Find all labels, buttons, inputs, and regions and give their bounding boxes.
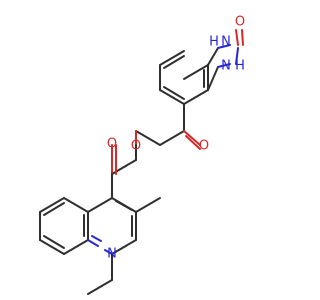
nh-bottom-h-label: H xyxy=(235,59,245,74)
bond xyxy=(39,197,65,213)
nh-top-n-label: N xyxy=(221,35,231,50)
nh-top-h-label: H xyxy=(209,35,219,50)
bond xyxy=(207,66,219,91)
bond xyxy=(217,63,231,68)
bond xyxy=(87,239,99,247)
nh-bottom-n-label: N xyxy=(221,59,231,74)
quinoline-nitrogen-label: N xyxy=(107,247,117,262)
bond xyxy=(217,44,231,49)
bond xyxy=(63,239,89,255)
ketone-oxygen-label: O xyxy=(235,15,245,30)
bond xyxy=(241,29,244,46)
bond xyxy=(159,50,185,66)
bond xyxy=(63,197,89,213)
bond xyxy=(183,64,209,80)
bond xyxy=(135,197,161,213)
bond xyxy=(135,130,161,146)
ester-double-oxygen-label: O xyxy=(107,137,117,152)
bond xyxy=(104,249,113,255)
linker-ketone-oxygen-label: O xyxy=(199,139,209,154)
bond xyxy=(111,239,137,255)
bond xyxy=(39,239,65,255)
alkyl-substituents xyxy=(87,197,161,295)
bond xyxy=(163,55,185,69)
bond xyxy=(115,200,133,211)
bond xyxy=(43,235,65,249)
quinoline-group xyxy=(39,197,137,255)
chemical-structure: O N H N H O O O N xyxy=(39,15,245,295)
bond xyxy=(235,29,239,46)
bond xyxy=(87,197,113,213)
bond xyxy=(185,135,201,150)
bond xyxy=(87,279,113,295)
bond xyxy=(43,202,65,216)
bond xyxy=(183,130,201,146)
bond xyxy=(163,86,185,100)
bond xyxy=(183,89,209,105)
ester-group xyxy=(111,130,137,199)
ketone-linker xyxy=(135,103,201,150)
bond xyxy=(159,89,185,105)
ester-single-oxygen-label: O xyxy=(131,139,141,154)
bond xyxy=(207,47,219,66)
bond xyxy=(91,235,102,242)
bond xyxy=(159,130,185,146)
benzimidazolone-group xyxy=(159,29,244,105)
bond xyxy=(235,47,239,65)
